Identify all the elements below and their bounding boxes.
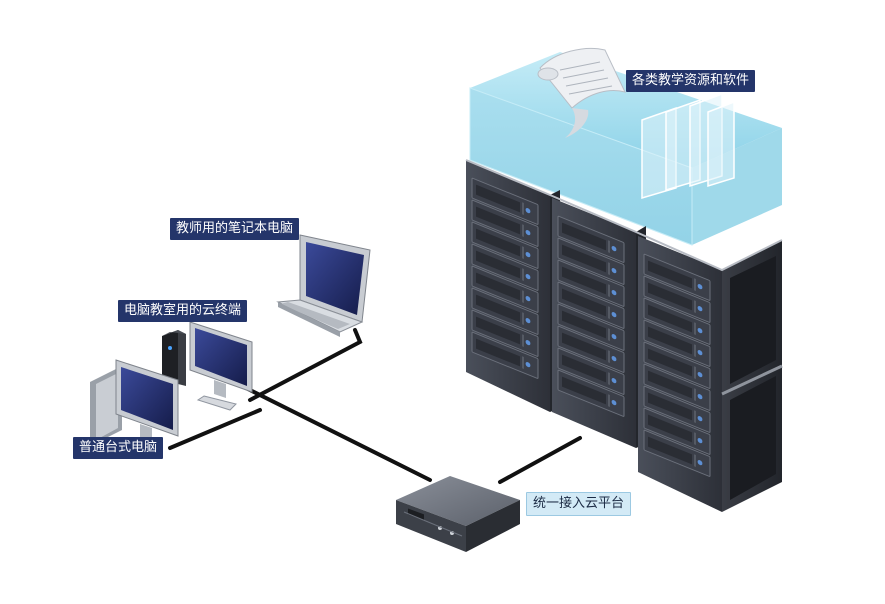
- laptop-icon: [276, 234, 371, 337]
- glass-panels: [641, 92, 735, 200]
- server-rack-3: [638, 236, 783, 512]
- label-cloud-platform: 统一接入云平台: [526, 492, 632, 516]
- label-cloud-terminal: 电脑教室用的云终端: [118, 300, 248, 322]
- label-teacher-laptop: 教师用的笔记本电脑: [170, 218, 300, 240]
- server-rack-icon: [465, 52, 783, 512]
- cable-laptop: [248, 328, 363, 402]
- label-teaching-resources: 各类教学资源和软件: [626, 70, 756, 92]
- server-rack-1: [466, 160, 560, 412]
- network-switch-icon: [396, 476, 520, 552]
- cable-terminal: [238, 383, 432, 482]
- cable-rack: [498, 436, 582, 484]
- desktop-monitor-icon: [189, 321, 253, 411]
- network-cables: [168, 328, 582, 484]
- server-rack-2: [552, 198, 646, 448]
- thin-client-icon: [162, 330, 186, 390]
- cable-desktop: [168, 408, 262, 450]
- document-scroll-icon: [537, 47, 626, 138]
- label-desktop-pc: 普通台式电脑: [73, 437, 164, 459]
